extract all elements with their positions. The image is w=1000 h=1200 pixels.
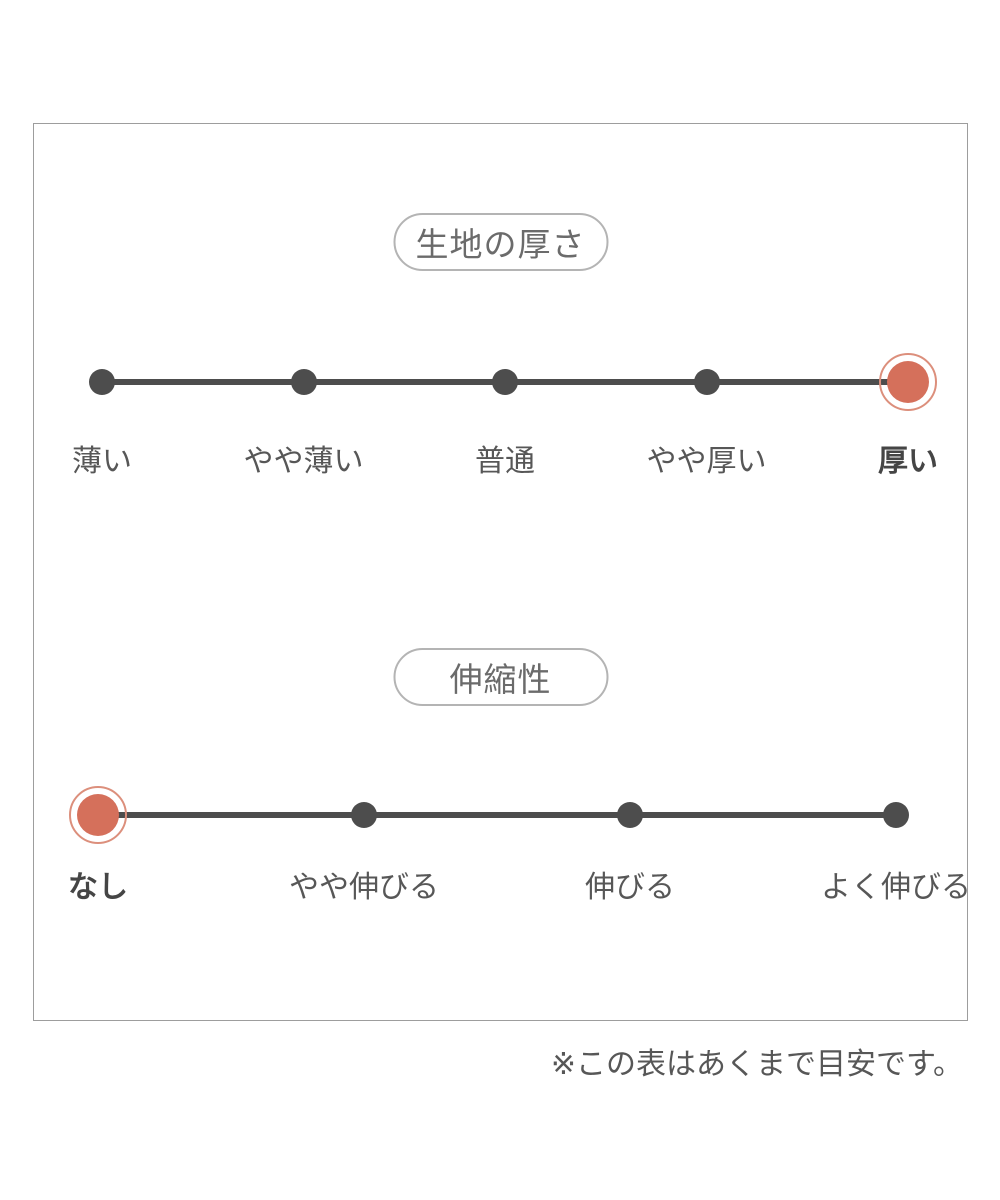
scale-label: 伸びる	[584, 870, 675, 905]
selected-dot	[69, 786, 127, 844]
scale-track	[89, 353, 937, 411]
scale-title-pill: 伸縮性	[393, 648, 608, 706]
scale-label: やや伸びる	[288, 870, 439, 905]
scale-title: 伸縮性	[449, 660, 552, 699]
scale-dot	[616, 802, 643, 828]
guide-frame: 生地の厚さ 薄い やや薄い 普通 やや厚い 厚い 伸縮性 なし やや伸びる 伸びる よく伸びる	[33, 123, 971, 1021]
fabric-thickness-scale: 生地の厚さ 薄い やや薄い 普通 やや厚い 厚い	[34, 124, 967, 1020]
scale-dot	[492, 369, 518, 395]
stretchability-scale: 伸縮性 なし やや伸びる 伸びる よく伸びる	[34, 124, 971, 1020]
scale-dot	[89, 369, 115, 395]
scale-title: 生地の厚さ	[415, 225, 586, 264]
scale-dot	[290, 369, 317, 395]
scale-labels: 薄い やや薄い 普通 やや厚い 厚い	[72, 443, 938, 483]
selected-dot-ring	[69, 786, 127, 844]
scale-label: やや薄い	[243, 444, 364, 479]
scale-label: 厚い	[878, 444, 938, 479]
scale-label: よく伸びる	[821, 870, 971, 905]
scale-label: 薄い	[72, 444, 132, 479]
scale-track	[69, 786, 909, 844]
disclaimer-note: ※この表はあくまで目安です。	[550, 1047, 963, 1082]
scale-label: 普通	[475, 444, 535, 479]
scale-dot	[693, 369, 720, 395]
scale-label: なし	[68, 870, 128, 905]
scale-dot	[883, 802, 909, 828]
selected-dot	[879, 353, 937, 411]
scale-dot	[350, 802, 377, 828]
scale-labels: なし やや伸びる 伸びる よく伸びる	[68, 869, 971, 909]
selected-dot-ring	[879, 353, 937, 411]
scale-label: やや厚い	[646, 444, 767, 479]
scale-title-pill: 生地の厚さ	[393, 213, 608, 271]
